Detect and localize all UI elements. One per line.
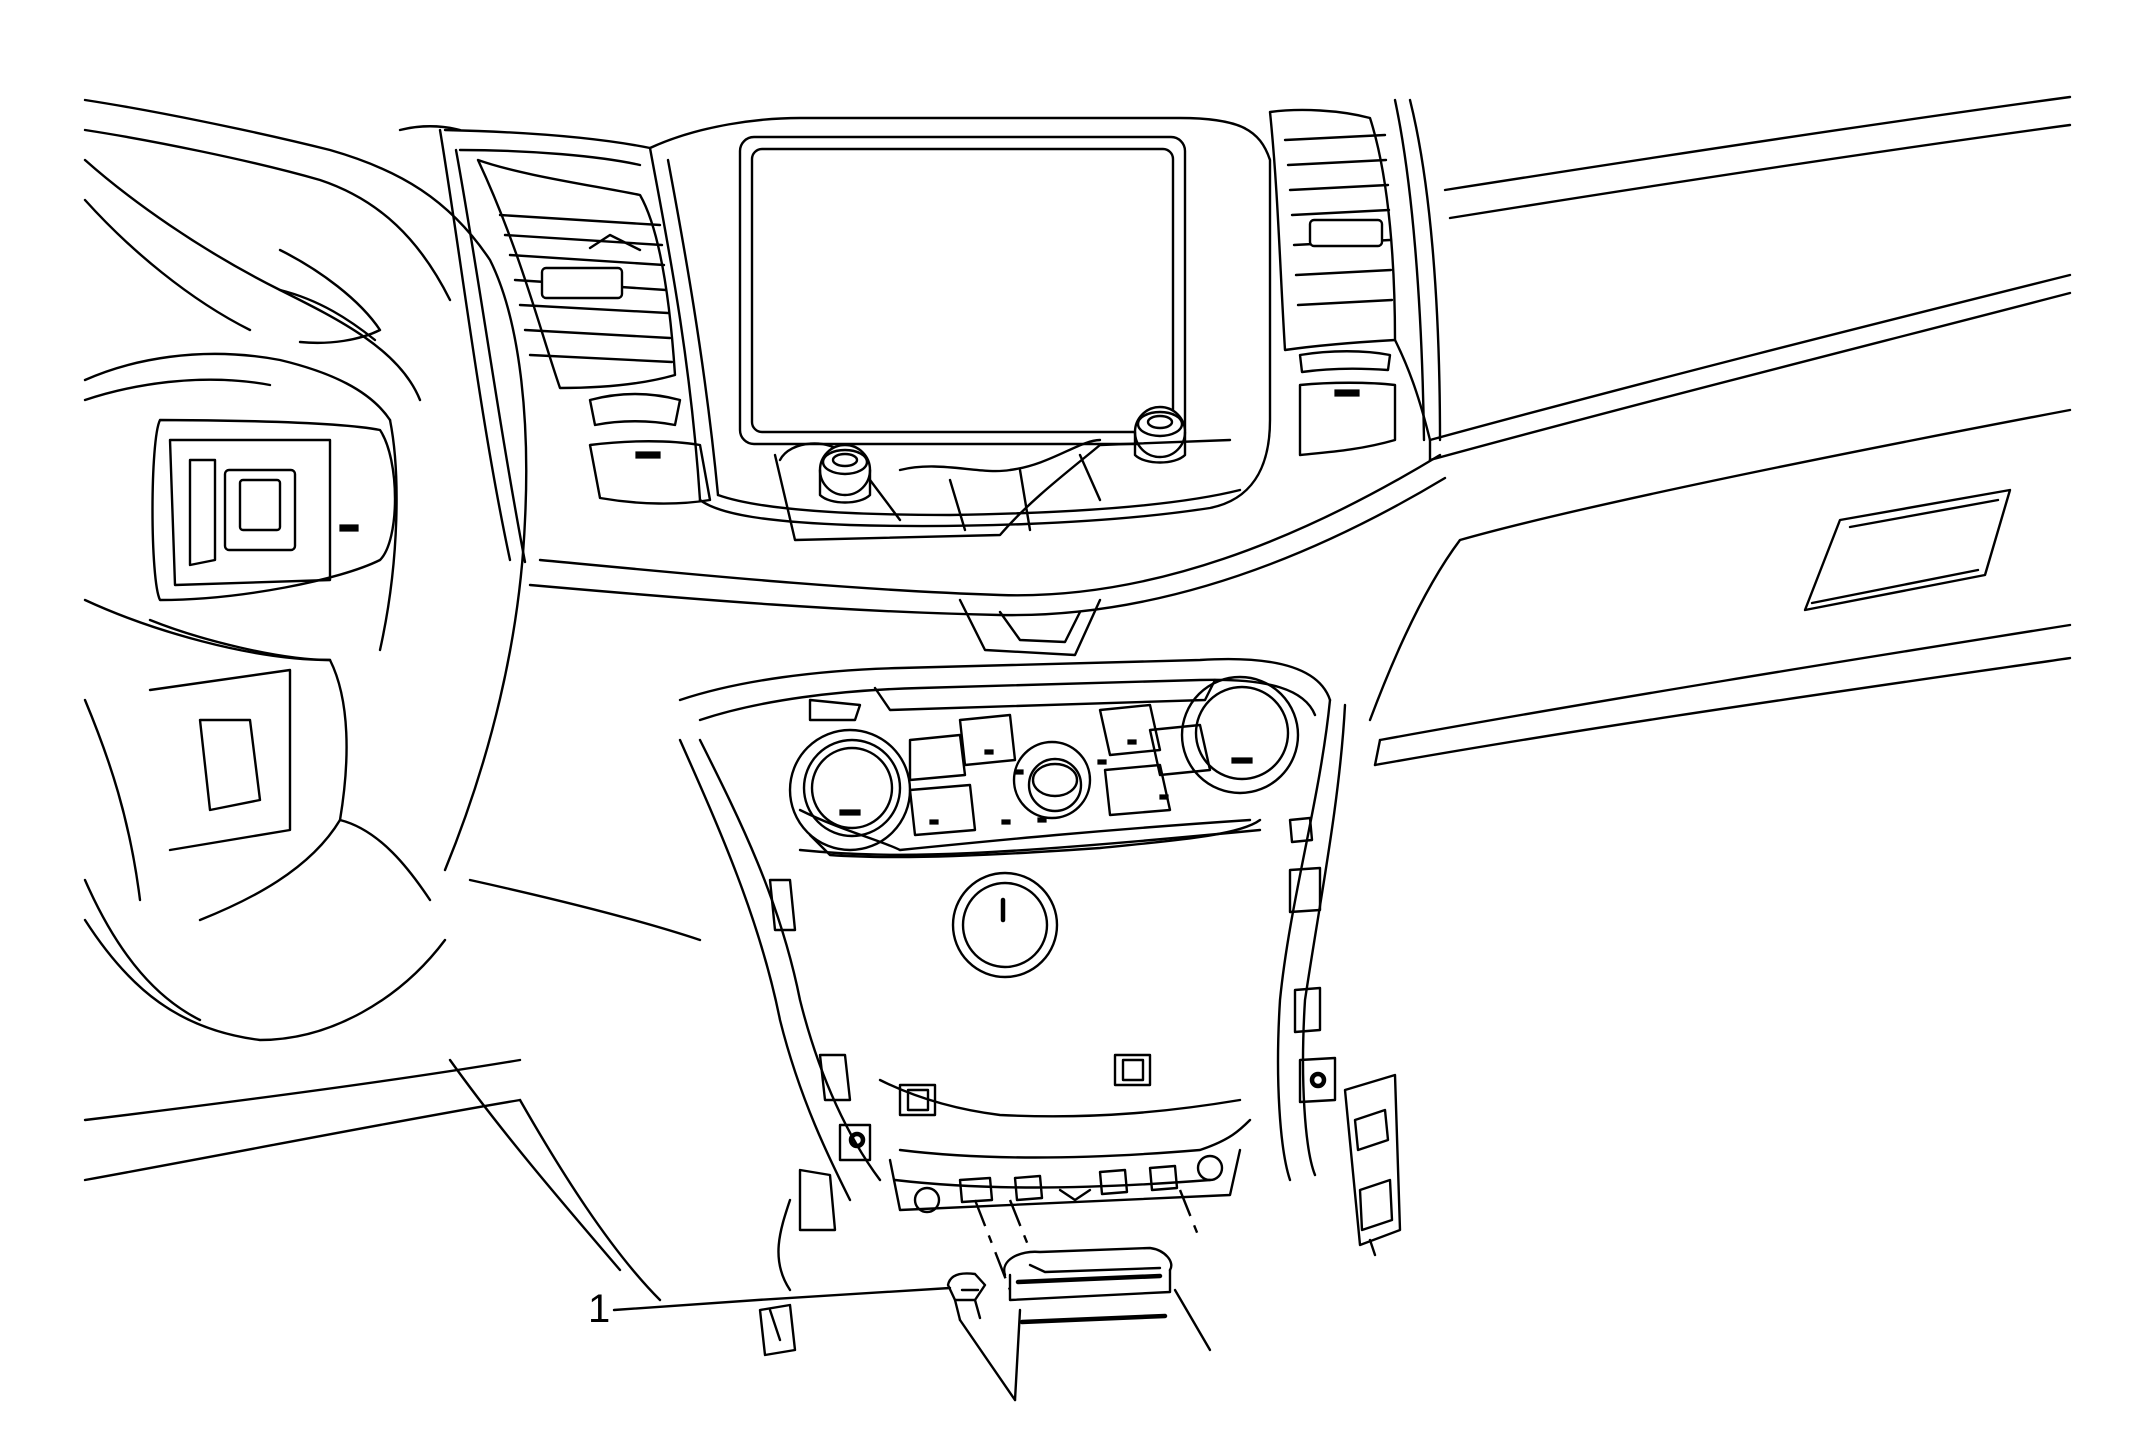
console-left-clips: [758, 878, 872, 1357]
hvac-buttons: [908, 703, 1212, 837]
center-display-bezel: [443, 116, 1272, 528]
right-air-vent: [1268, 108, 1432, 457]
steering-wheel: [83, 98, 528, 1042]
removed-bracket: [1003, 1246, 1173, 1325]
display-knob-left: [778, 442, 872, 504]
console-round-opening: [951, 871, 1059, 979]
dashboard-center-sweep: [528, 453, 1447, 657]
console-lower-bracket: [888, 1148, 1242, 1214]
removed-clip: [946, 1272, 987, 1322]
console-clip-windows: [898, 1053, 1152, 1117]
callout-1: 1: [588, 1286, 952, 1331]
hvac-knob-center: [1012, 740, 1092, 820]
display-knob-right: [1133, 405, 1187, 464]
display-controls-panel: [773, 438, 1232, 542]
lower-dash-left: [83, 878, 702, 1302]
dashboard-left-top: [398, 98, 1442, 564]
callout-leader-line: [612, 1286, 952, 1312]
center-console-trim: [678, 698, 1347, 1202]
display-screen: [738, 135, 1187, 446]
glove-box-handle: [1803, 488, 2012, 612]
console-right-clips: [1288, 816, 1402, 1257]
callout-label: 1: [588, 1287, 610, 1331]
removal-dashed-lines: [958, 1189, 1212, 1402]
dashboard-upper-pad: [1368, 95, 2072, 767]
left-air-vent: [476, 158, 712, 505]
hvac-control-panel: [678, 657, 1332, 859]
hvac-knob-right: [1180, 675, 1300, 795]
